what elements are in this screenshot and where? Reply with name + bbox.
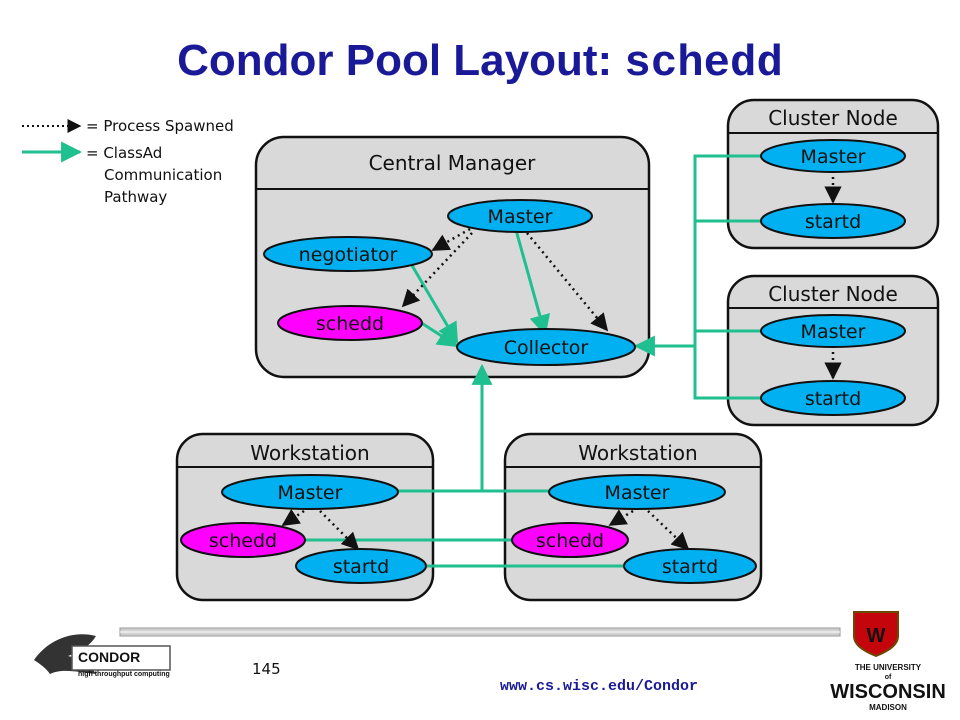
svg-text:startd: startd bbox=[662, 556, 718, 578]
svg-text:schedd: schedd bbox=[536, 530, 604, 552]
condor-logo-text: CONDOR bbox=[78, 649, 140, 665]
footer-url: www.cs.wisc.edu/Condor bbox=[500, 678, 698, 695]
page-title: Condor Pool Layout: schedd bbox=[177, 36, 783, 89]
spawn-arrows bbox=[281, 171, 842, 551]
cm-negotiator-node: negotiator bbox=[263, 236, 433, 272]
cluster2-master-node: Master bbox=[760, 314, 906, 348]
uw-line-1: THE UNIVERSITY bbox=[855, 663, 922, 672]
svg-text:Master: Master bbox=[278, 482, 343, 504]
svg-text:Master: Master bbox=[801, 146, 866, 168]
legend: = Process Spawned = ClassAd Communicatio… bbox=[22, 117, 234, 206]
workstation-label-2: Workstation bbox=[578, 441, 697, 465]
classad-pathways bbox=[303, 154, 762, 568]
spawn-ws1-schedd bbox=[281, 508, 305, 527]
svg-text:schedd: schedd bbox=[316, 313, 384, 335]
spawn-ws2-schedd bbox=[608, 509, 634, 527]
legend-classad-label-2: Communication bbox=[104, 166, 222, 184]
ws2-startd-node: startd bbox=[623, 548, 757, 584]
footer-rule bbox=[119, 627, 841, 637]
ws1-schedd-node: schedd bbox=[180, 522, 306, 558]
svg-text:Master: Master bbox=[801, 321, 866, 343]
ws1-master-node: Master bbox=[221, 474, 399, 510]
page-number: 145 bbox=[252, 660, 281, 678]
cluster1-startd-node: startd bbox=[760, 203, 906, 239]
ws2-master-node: Master bbox=[548, 474, 726, 510]
condor-logo: CONDOR high throughput computing bbox=[34, 634, 171, 678]
spawn-master-negotiator bbox=[431, 227, 471, 252]
uw-logo: W THE UNIVERSITY of WISCONSIN MADISON bbox=[830, 611, 946, 712]
svg-text:schedd: schedd bbox=[209, 530, 277, 552]
svg-text:Master: Master bbox=[488, 206, 553, 228]
path-schedd-to-collector bbox=[419, 320, 459, 348]
path-cluster-bus bbox=[693, 154, 762, 400]
svg-text:Master: Master bbox=[605, 482, 670, 504]
svg-text:Collector: Collector bbox=[504, 337, 589, 359]
cm-schedd-node: schedd bbox=[277, 305, 423, 341]
legend-classad-label: = ClassAd bbox=[86, 144, 162, 162]
ws2-schedd-node: schedd bbox=[511, 522, 629, 558]
cluster1-master-node: Master bbox=[760, 139, 906, 173]
central-manager-label: Central Manager bbox=[369, 151, 537, 175]
path-cm-master-to-collector bbox=[514, 229, 551, 337]
uw-crest-icon bbox=[853, 611, 899, 658]
svg-text:startd: startd bbox=[805, 388, 861, 410]
cluster-node-label-2: Cluster Node bbox=[768, 282, 898, 306]
svg-text:startd: startd bbox=[333, 556, 389, 578]
condor-logo-tagline: high throughput computing bbox=[78, 671, 170, 678]
legend-spawned-label: = Process Spawned bbox=[86, 117, 234, 135]
svg-text:negotiator: negotiator bbox=[299, 244, 398, 266]
uw-line-4: MADISON bbox=[869, 703, 907, 712]
cm-collector-node: Collector bbox=[456, 328, 636, 366]
uw-line-2: of bbox=[885, 674, 892, 681]
cm-master-node: Master bbox=[447, 199, 593, 233]
cluster-node-label-1: Cluster Node bbox=[768, 106, 898, 130]
ws1-startd-node: startd bbox=[295, 548, 427, 584]
uw-crest-letter: W bbox=[867, 625, 886, 647]
uw-line-3: WISCONSIN bbox=[830, 681, 946, 703]
workstation-label-1: Workstation bbox=[250, 441, 369, 465]
svg-text:startd: startd bbox=[805, 211, 861, 233]
cluster2-startd-node: startd bbox=[760, 380, 906, 416]
legend-classad-label-3: Pathway bbox=[104, 188, 167, 206]
